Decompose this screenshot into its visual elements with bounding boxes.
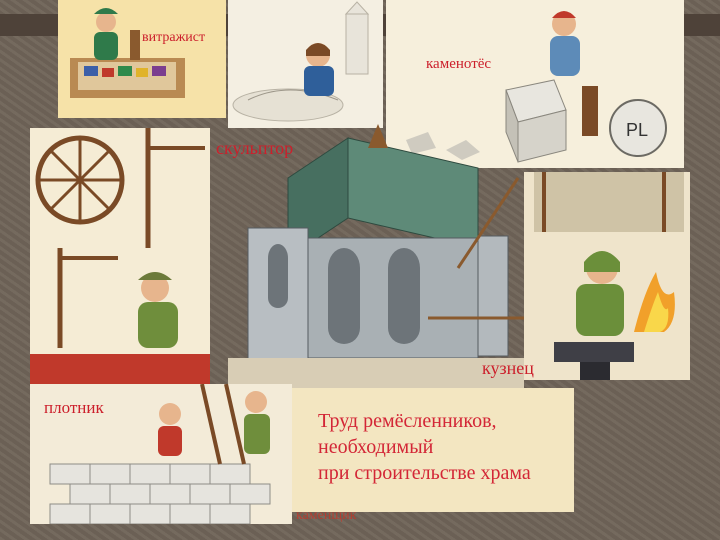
caption-panel: Труд ремёсленников, необходимый при стро… xyxy=(292,388,574,512)
cathedral-illustration xyxy=(228,118,524,388)
label-plotnik: плотник xyxy=(44,398,104,417)
caption-line-2: необходимый xyxy=(318,436,434,458)
label-vitrazhist: витражист xyxy=(142,30,206,45)
label-kamenotes: каменотёс xyxy=(426,56,492,72)
sculptor-illustration xyxy=(228,0,383,128)
blacksmith-illustration xyxy=(524,172,690,380)
label-kamenshchik: каменщик xyxy=(296,508,357,523)
label-skulptor: скульптор xyxy=(216,138,294,158)
svg-text:PL: PL xyxy=(626,120,648,140)
bricklayer-illustration xyxy=(30,384,292,524)
stonecutter-illustration: PL каменотёс xyxy=(386,0,684,168)
carpenter-illustration xyxy=(30,128,210,384)
stained-glass-maker-illustration: витражист xyxy=(58,0,226,118)
caption-line-3: при строительстве храма xyxy=(318,462,531,484)
caption-line-1: Труд ремёсленников, xyxy=(318,410,497,432)
label-kuznets: кузнец xyxy=(482,358,534,378)
